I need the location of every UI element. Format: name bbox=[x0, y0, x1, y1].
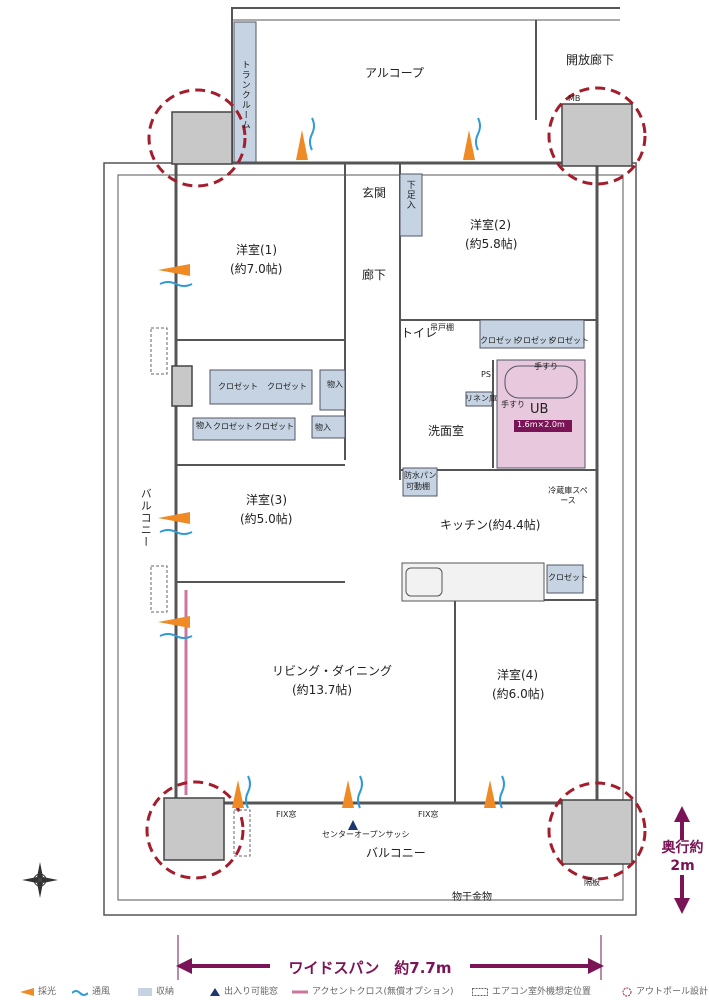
fix-window-label-2: FIX窓 bbox=[418, 810, 439, 819]
waterproof-pan-label: 防水パン bbox=[404, 471, 437, 480]
entrance-label: 玄関 bbox=[362, 186, 387, 200]
toilet-label: トイレ bbox=[401, 326, 438, 340]
legend-item: 採光 bbox=[20, 984, 56, 997]
closet-label-1: クロゼット bbox=[218, 382, 258, 391]
open-corridor-label: 開放廊下 bbox=[566, 53, 615, 67]
storage-label-3: 物入 bbox=[196, 421, 212, 430]
fridge-space-label: 冷蔵庫スペース bbox=[548, 486, 588, 506]
wide-span-arrow-right bbox=[588, 958, 604, 974]
handrail-label-1: 手すり bbox=[534, 362, 558, 371]
movable-shelf-label: 可動棚 bbox=[406, 482, 430, 491]
western4-size: (約6.0帖) bbox=[492, 687, 545, 701]
legend-item: エアコン室外機想定位置 bbox=[472, 984, 591, 997]
red-dashed-circle-icon bbox=[622, 987, 632, 996]
walls bbox=[103, 7, 637, 916]
pink-line-icon bbox=[292, 990, 308, 993]
depth-arrow-top bbox=[674, 806, 690, 822]
western2-name: 洋室(2) bbox=[470, 218, 511, 232]
depth-label: 奥行約2m bbox=[660, 840, 705, 875]
storage-label-1: 物入 bbox=[327, 380, 343, 389]
light-icons bbox=[158, 130, 496, 808]
balcony-bottom-label: バルコニー bbox=[366, 846, 426, 860]
legend: 採光 通風 収納 出入り可能窓 アクセントクロス(無償オプション) エアコン室外… bbox=[0, 982, 709, 1000]
entry-window-icon bbox=[348, 820, 358, 830]
closet-label-7: クロゼット bbox=[549, 336, 589, 345]
legend-item: 収納 bbox=[138, 984, 174, 997]
depth-arrow-bottom bbox=[674, 898, 690, 914]
kitchen-counter bbox=[401, 562, 545, 602]
hanging-shelf-label: 吊戸棚 bbox=[430, 323, 454, 332]
legend-item: アクセントクロス(無償オプション) bbox=[292, 984, 454, 997]
closet-label-4: クロゼット bbox=[254, 422, 294, 431]
western2-size: (約5.8帖) bbox=[465, 237, 518, 251]
bathtub bbox=[504, 365, 578, 399]
legend-item: 出入り可能窓 bbox=[210, 984, 278, 997]
legend-item: アウトポール設計 bbox=[622, 984, 708, 997]
ac-unit-boxes bbox=[150, 327, 251, 857]
wide-span-label: ワイドスパン 約7.7m bbox=[270, 957, 470, 978]
living-size: (約13.7帖) bbox=[292, 683, 353, 697]
closet-label-3: クロゼット bbox=[213, 422, 253, 431]
closet-label-5: クロゼット bbox=[480, 336, 520, 345]
orange-triangle-icon bbox=[20, 987, 34, 996]
kitchen-sink bbox=[405, 567, 443, 597]
alcove-label: アルコープ bbox=[365, 66, 424, 80]
ub-size-badge bbox=[514, 420, 572, 432]
navy-triangle-icon bbox=[210, 987, 220, 996]
outpole-circles bbox=[145, 86, 647, 881]
washroom-label: 洗面室 bbox=[428, 424, 465, 438]
trunk-room-label: トランクルーム bbox=[239, 60, 250, 130]
mb-label: MB bbox=[568, 94, 581, 103]
fix-window-label-1: FIX窓 bbox=[276, 810, 297, 819]
shoe-storage-label: 下足入 bbox=[404, 180, 415, 210]
blue-wave-icon bbox=[72, 989, 88, 996]
linen-shelf-label: リネン庫 bbox=[465, 394, 497, 403]
wide-span-arrow-left bbox=[176, 958, 192, 974]
legend-item: 通風 bbox=[72, 984, 110, 997]
dashed-box-icon bbox=[472, 987, 488, 996]
partition-label: 隔板 bbox=[584, 878, 600, 887]
pillars bbox=[163, 103, 633, 865]
center-open-sash-label: センターオープンサッシ bbox=[322, 830, 410, 839]
laundry-hardware-label: 物干金物 bbox=[452, 892, 492, 903]
living-name: リビング・ダイニング bbox=[272, 664, 393, 678]
closet-label-8: クロゼット bbox=[548, 573, 588, 582]
ub-fill bbox=[496, 359, 586, 469]
wind-icons bbox=[159, 117, 505, 809]
compass-icon bbox=[22, 862, 58, 898]
western3-name: 洋室(3) bbox=[246, 493, 287, 507]
ub-label: UB bbox=[530, 402, 549, 417]
blue-box-icon bbox=[138, 987, 152, 996]
kitchen-label: キッチン(約4.4帖) bbox=[440, 518, 541, 532]
western1-size: (約7.0帖) bbox=[230, 262, 283, 276]
western1-name: 洋室(1) bbox=[236, 243, 277, 257]
balcony-side-label: バルコニー bbox=[139, 488, 153, 548]
handrail-label-2: 手すり bbox=[501, 400, 525, 409]
ps-label: PS bbox=[481, 370, 491, 379]
closet-label-6: クロゼット bbox=[515, 336, 555, 345]
closet-label-2: クロゼット bbox=[267, 382, 307, 391]
storage-label-2: 物入 bbox=[315, 423, 331, 432]
western4-name: 洋室(4) bbox=[497, 668, 538, 682]
western3-size: (約5.0帖) bbox=[240, 512, 293, 526]
corridor-label: 廊下 bbox=[362, 268, 387, 282]
storage-blocks bbox=[192, 21, 585, 594]
ub-size-label: 1.6m×2.0m bbox=[517, 420, 565, 429]
